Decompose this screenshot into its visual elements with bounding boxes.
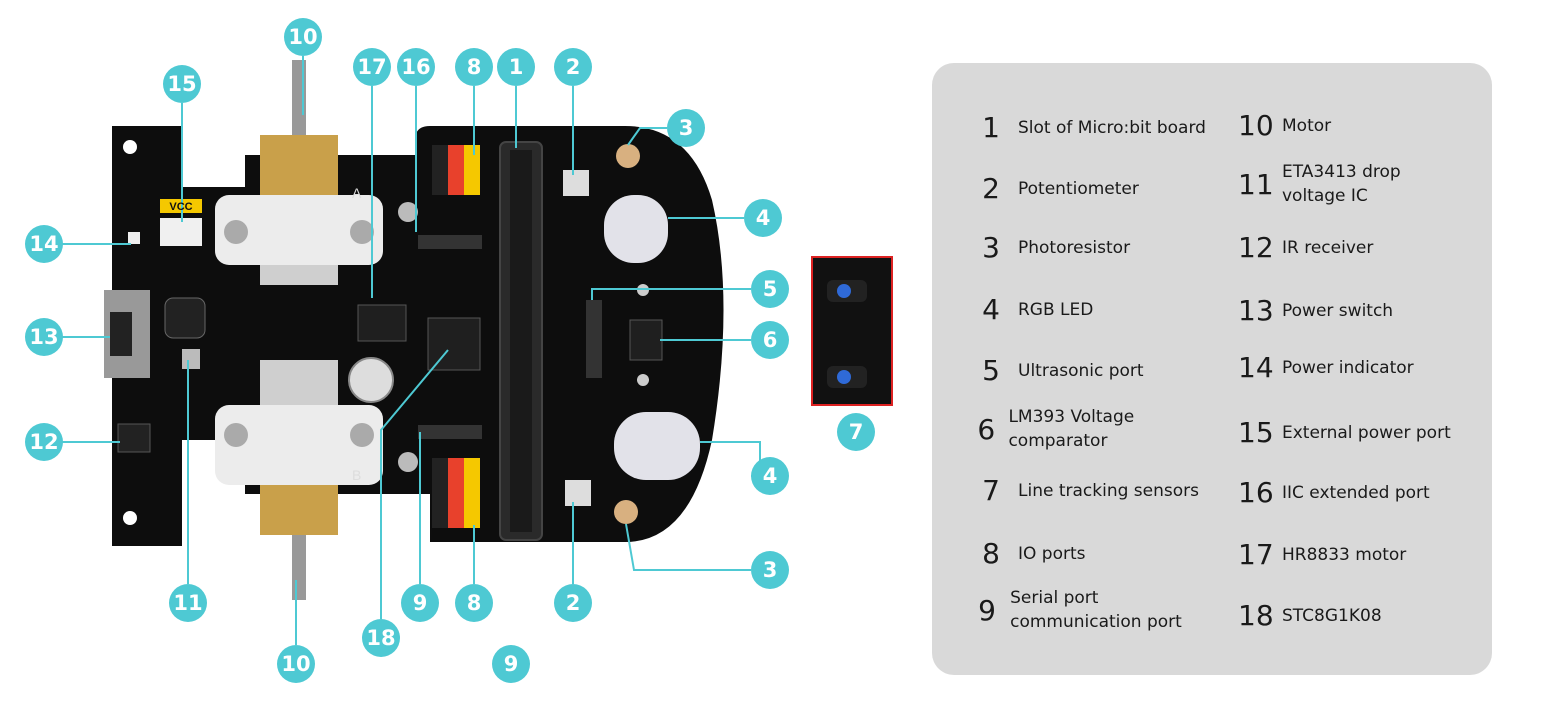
capacitor	[348, 357, 394, 403]
rgb-led-bottom	[614, 412, 700, 480]
callout-badge-9: 9	[492, 645, 530, 683]
mount-hole	[637, 374, 649, 386]
callout-badge-17: 17	[353, 48, 391, 86]
callout-badge-10: 10	[277, 645, 315, 683]
callout-badge-14: 14	[25, 225, 63, 263]
callout-badge-7: 7	[837, 413, 875, 451]
motor-b-label: B	[352, 467, 361, 483]
photoresistor-bottom	[614, 500, 638, 524]
callout-badge-12: 12	[25, 423, 63, 461]
callout-badge-1: 1	[497, 48, 535, 86]
callout-badge-2: 2	[554, 584, 592, 622]
mount-hole	[123, 511, 137, 525]
callout-badge-15: 15	[163, 65, 201, 103]
iic-header	[418, 235, 482, 249]
rgb-led-top	[604, 195, 668, 263]
chip-hr8833	[357, 304, 407, 342]
io-header-bottom	[432, 458, 480, 528]
photoresistor-top	[616, 144, 640, 168]
callout-badge-3: 3	[751, 551, 789, 589]
power-connector	[160, 218, 202, 246]
motor-bottom	[215, 360, 383, 600]
mount-hole	[398, 202, 418, 222]
line-tracking-sensors-inset	[811, 256, 893, 406]
potentiometer-bottom	[565, 480, 591, 506]
callout-badge-6: 6	[751, 321, 789, 359]
ultrasonic-header	[586, 300, 602, 378]
callout-badge-16: 16	[397, 48, 435, 86]
callout-badge-4: 4	[751, 457, 789, 495]
callout-badge-10: 10	[284, 18, 322, 56]
mount-hole	[123, 140, 137, 154]
callout-badge-2: 2	[554, 48, 592, 86]
callout-badge-9: 9	[401, 584, 439, 622]
ir-receiver	[117, 423, 151, 453]
vcc-label: VCC	[169, 201, 192, 213]
mount-hole	[398, 452, 418, 472]
callout-badge-3: 3	[667, 109, 705, 147]
callout-badge-11: 11	[169, 584, 207, 622]
inductor	[164, 297, 206, 339]
serial-header	[418, 425, 482, 439]
potentiometer-top	[563, 170, 589, 196]
voltage-ic	[182, 349, 200, 369]
callout-badge-18: 18	[362, 619, 400, 657]
chip-stc8g1k08	[427, 317, 481, 371]
callout-badge-4: 4	[744, 199, 782, 237]
chip-lm393	[629, 319, 663, 361]
callout-badge-8: 8	[455, 48, 493, 86]
callout-badge-8: 8	[455, 584, 493, 622]
callout-badge-5: 5	[751, 270, 789, 308]
motor-a-label: A	[352, 185, 362, 201]
io-header-top	[432, 145, 480, 195]
power-led	[128, 232, 140, 244]
callout-badge-13: 13	[25, 318, 63, 356]
